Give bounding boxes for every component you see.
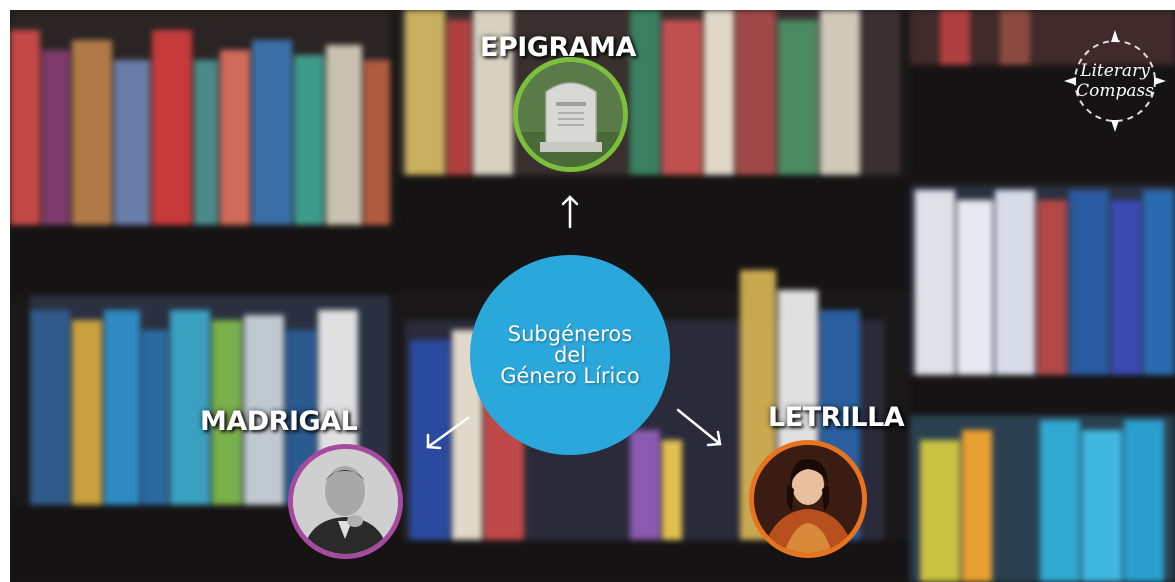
arrow-to-letrilla [676, 408, 722, 447]
connector-arrows [426, 195, 722, 450]
video-frame: Subgéneros del Género Lírico EPIGRAMA MA… [10, 10, 1175, 582]
epigrama-node [513, 57, 628, 172]
logo-line1: Literary [1079, 61, 1150, 81]
letrilla-node [749, 440, 867, 558]
man-portrait-icon [293, 449, 398, 554]
literary-compass-logo: Literary Compass [1064, 30, 1166, 132]
gravestone-icon [518, 62, 623, 167]
logo-line2: Compass [1076, 81, 1154, 101]
madrigal-node [288, 444, 403, 559]
arrow-to-madrigal [426, 416, 470, 450]
arrow-to-epigrama [561, 195, 579, 229]
woman-portrait-icon [754, 445, 862, 553]
letrilla-label: LETRILLA [768, 402, 905, 433]
center-label: Subgéneros del Género Lírico [500, 321, 640, 388]
center-node: Subgéneros del Género Lírico [470, 255, 670, 455]
bookshelf-background [10, 10, 1175, 582]
madrigal-label: MADRIGAL [200, 406, 358, 437]
